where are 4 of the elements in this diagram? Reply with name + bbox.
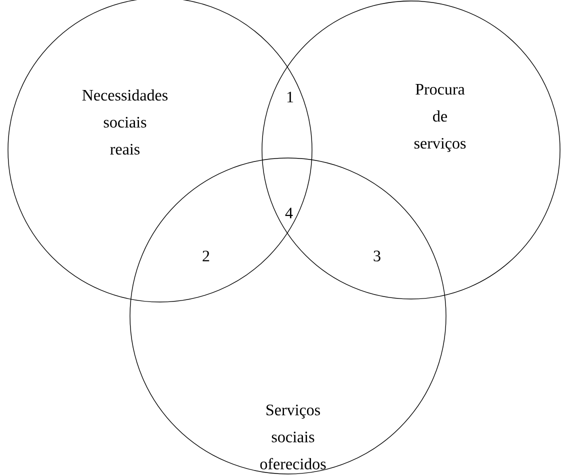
region-number: 4: [285, 208, 293, 218]
region-number: 2: [202, 250, 210, 262]
region-number: 1: [287, 92, 294, 102]
region-number: 3: [374, 250, 380, 262]
